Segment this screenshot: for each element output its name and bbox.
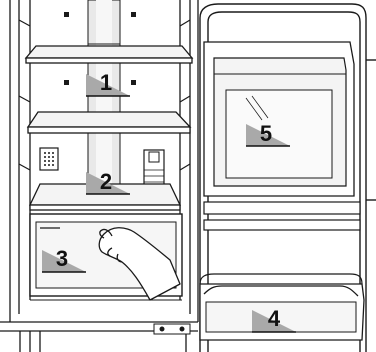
callout-5-shade <box>246 124 290 146</box>
callout-1: 1 <box>86 70 130 97</box>
callout-4-shade <box>252 310 296 332</box>
back-wall-clips <box>64 12 136 85</box>
callout-3: 3 <box>42 246 86 273</box>
hand-illustration <box>98 227 181 301</box>
door-bin-upper <box>203 41 355 197</box>
callout-1-label: 1 <box>100 70 112 95</box>
callout-3-label: 3 <box>56 246 68 271</box>
callout-2-label: 2 <box>100 169 112 194</box>
callout-1-shade <box>86 74 130 96</box>
shelf-rails <box>18 19 191 171</box>
callout-2: 2 <box>86 169 130 195</box>
callout-5-label: 5 <box>260 121 272 146</box>
callout-2-shade <box>86 172 130 194</box>
callout-4: 4 <box>252 306 296 333</box>
left-wall-vent <box>39 147 59 171</box>
door-hinge <box>153 323 191 335</box>
callout-5: 5 <box>246 121 290 147</box>
glass-shelf-middle <box>26 111 192 134</box>
glass-shelf-top <box>24 45 194 64</box>
door-rails <box>203 201 361 231</box>
callout-4-label: 4 <box>268 306 281 331</box>
callout-3-shade <box>42 250 86 272</box>
